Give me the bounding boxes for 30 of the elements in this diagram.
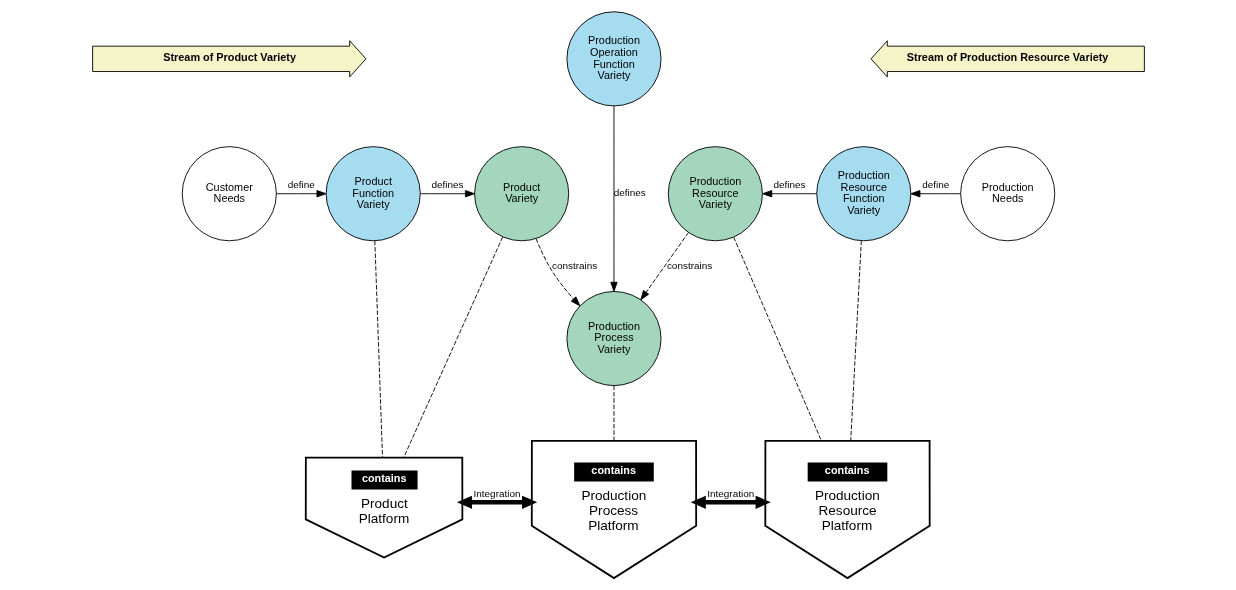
edge-label: constrains xyxy=(551,259,597,271)
arrow xyxy=(535,238,580,307)
arrow xyxy=(690,495,771,509)
connector xyxy=(402,236,503,458)
connector xyxy=(732,236,822,442)
connector xyxy=(849,240,862,442)
node-circle: Customer Needs xyxy=(181,146,277,242)
edge-label: define xyxy=(921,179,949,191)
node-circle: Product Variety xyxy=(473,146,569,242)
node-circle: Production Resource Variety xyxy=(667,146,763,242)
connector xyxy=(613,385,614,442)
arrow xyxy=(761,190,817,198)
edge-label: defines xyxy=(613,187,646,199)
node-circle: Production Operation Function Variety xyxy=(565,11,661,107)
edge-label: Integration xyxy=(473,487,521,499)
arrow xyxy=(909,190,961,198)
arrow xyxy=(456,495,537,509)
arrow xyxy=(609,105,618,292)
node-circle: Product Function Variety xyxy=(325,146,421,242)
edge-label: constrains xyxy=(666,259,712,271)
edge-label: define xyxy=(287,179,315,191)
arrow xyxy=(275,190,326,198)
node-circle: Production Needs xyxy=(959,146,1055,242)
connector xyxy=(373,240,383,458)
arrow xyxy=(639,232,689,301)
edge-label: defines xyxy=(430,179,463,191)
edge-label: defines xyxy=(773,179,806,191)
edge-label: Integration xyxy=(706,487,754,499)
node-circle: Production Resource Function Variety xyxy=(815,146,911,242)
arrow xyxy=(419,190,475,198)
